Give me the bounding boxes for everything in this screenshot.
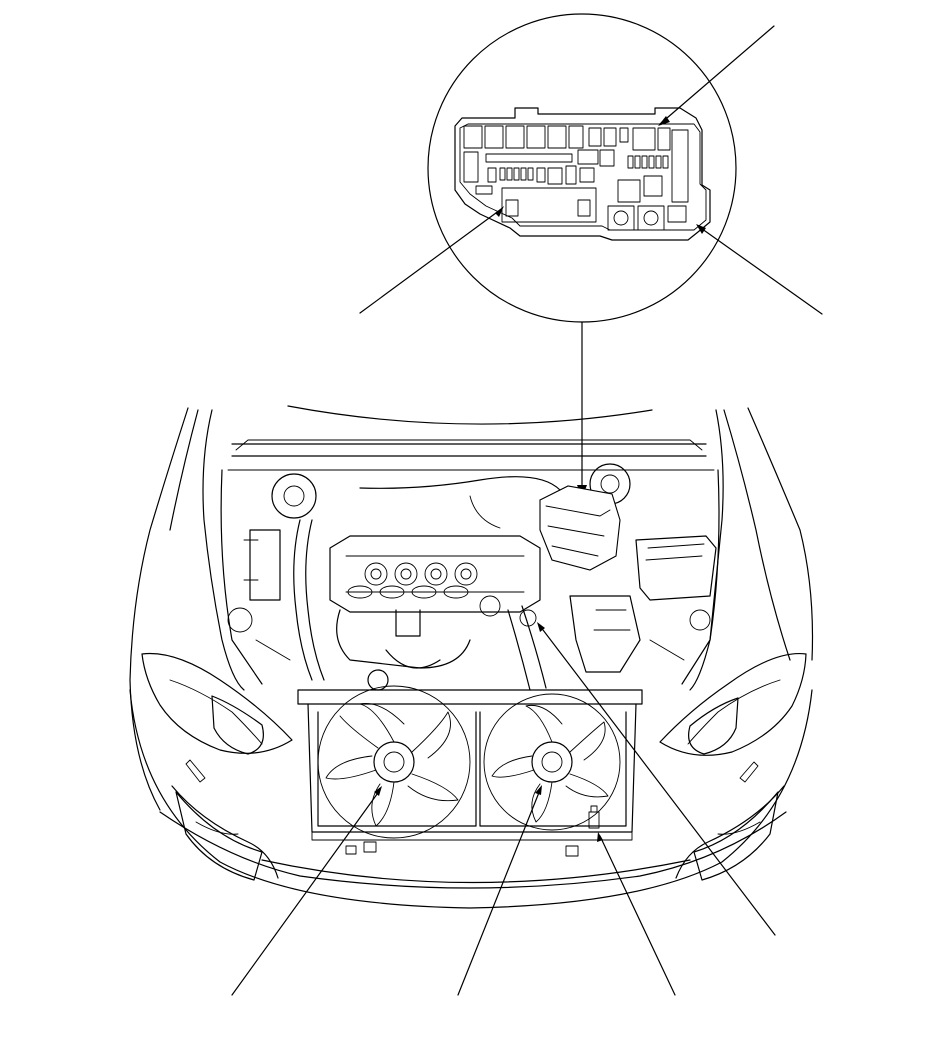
callout-line-large-relay [359, 209, 501, 314]
strut-tower-left [271, 473, 317, 519]
callout-line-right-fan [457, 789, 541, 996]
ignition-coils [347, 562, 478, 599]
callout-line-relay [659, 25, 775, 125]
under-hood-fuse-relay-box [454, 107, 711, 241]
battery [635, 535, 717, 601]
car-body [129, 405, 814, 909]
drain-plug [588, 805, 600, 829]
engine-bay [220, 439, 720, 691]
callout-line-sensor [539, 625, 776, 936]
cooling-fan-right [483, 693, 621, 831]
detail-circle [427, 13, 737, 498]
detail-callout-lines [359, 25, 823, 315]
callout-line-housing [697, 225, 823, 315]
radiator-top-tank [297, 689, 643, 705]
fuse-box-in-bay [539, 485, 621, 571]
callout-line-drain-plug [599, 835, 676, 996]
valve-cover [329, 535, 541, 613]
radiator-assembly [297, 685, 643, 857]
cooling-fan-left [317, 685, 471, 839]
bottom-callout-lines [231, 622, 776, 996]
callout-line-left-fan [231, 789, 381, 996]
